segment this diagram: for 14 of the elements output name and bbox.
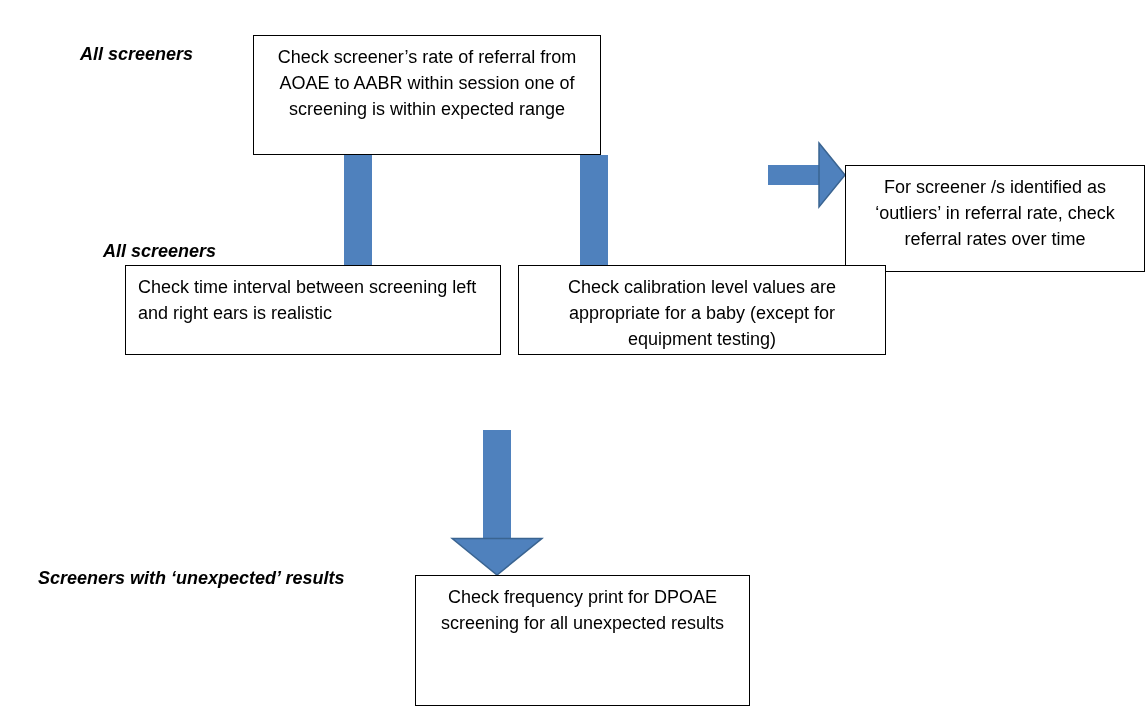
box-text: Check time interval between screening left and right ears is realistic (138, 276, 478, 325)
process-box (253, 35, 601, 155)
group-label: All screeners (80, 43, 194, 66)
box-text: Check frequency print for DPOAE screening for all unexpected results (439, 586, 726, 635)
box-text: Check screener’s rate of referral from AOAE to AABR within session one of screening is within expected range (276, 46, 578, 121)
box-text: Check calibration level values are appropriate for a baby (except for equipment testing) (566, 276, 838, 351)
group-label: Screeners with ‘unexpected’ results (38, 567, 345, 590)
group-label: All screeners (103, 240, 217, 263)
box-text: For screener /s identified as ‘outliers’ in referral rate, check referral rates over time (874, 176, 1116, 251)
process-box (518, 265, 886, 355)
process-box (125, 265, 501, 355)
process-box (415, 575, 750, 706)
block-arrow (768, 142, 846, 208)
process-box (845, 165, 1145, 272)
